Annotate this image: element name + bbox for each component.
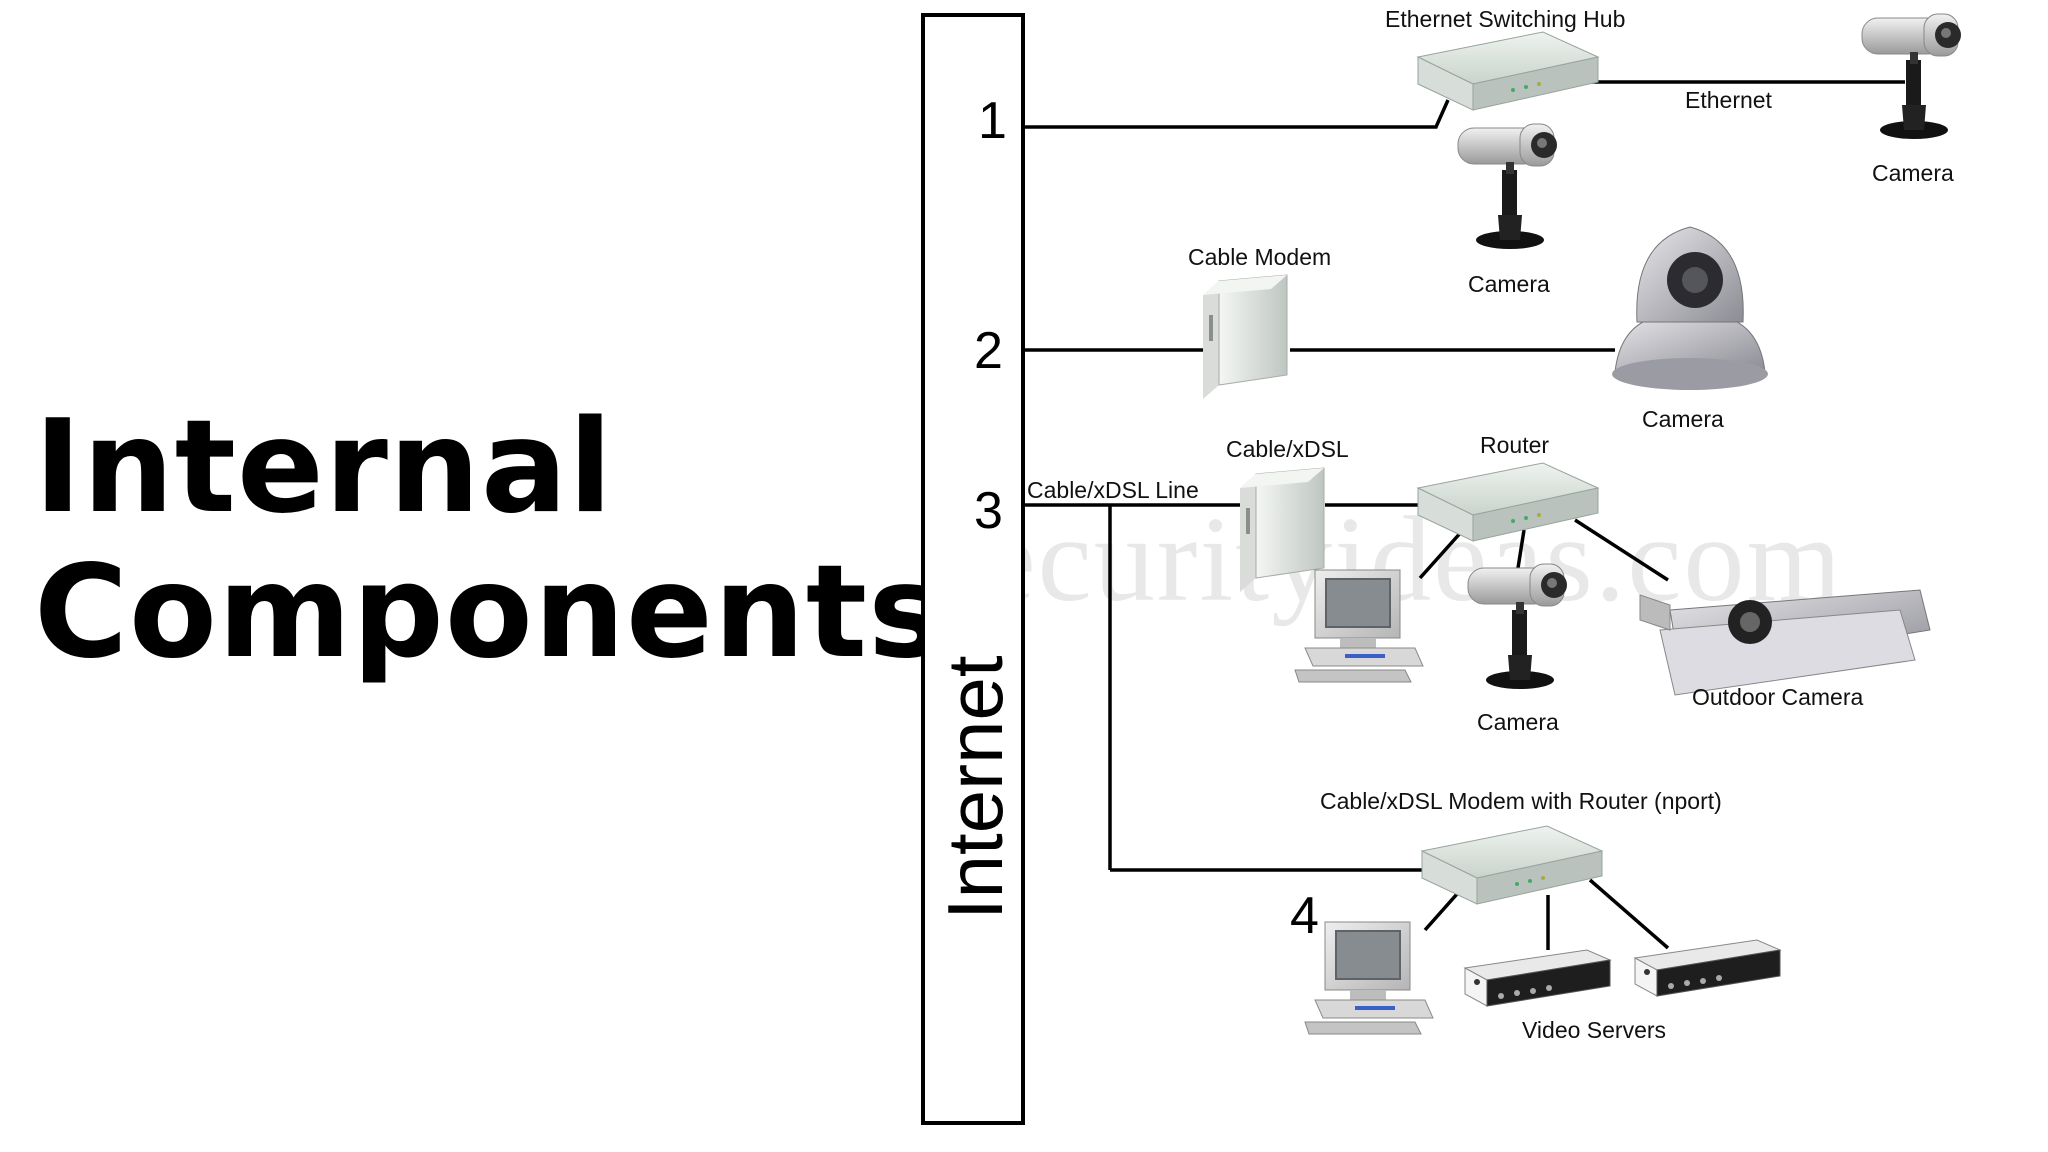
section-2-number: 2 — [974, 322, 1003, 380]
router-label: Router — [1480, 432, 1549, 458]
section-3-number: 3 — [974, 482, 1003, 540]
cable-modem-label: Cable Modem — [1188, 244, 1331, 270]
outdoor-camera-label: Outdoor Camera — [1692, 684, 1864, 710]
camera-label-3: Camera — [1477, 709, 1559, 735]
video-servers-label: Video Servers — [1522, 1017, 1666, 1043]
section-1-number: 1 — [978, 92, 1007, 150]
ethernet-label: Ethernet — [1685, 87, 1773, 113]
cable-xdsl-line-label: Cable/xDSL Line — [1027, 477, 1199, 503]
camera-icon — [1861, 13, 1962, 140]
internet-backbone — [921, 13, 1025, 1125]
video-server-icon — [1634, 939, 1781, 997]
camera-icon — [1457, 123, 1558, 250]
camera-label-1b: Camera — [1468, 271, 1550, 297]
video-server-icon — [1464, 949, 1611, 1007]
ethernet-switching-hub — [1417, 31, 1599, 111]
hub-label: Ethernet Switching Hub — [1385, 6, 1625, 32]
desktop-computer-icon — [1304, 921, 1434, 1035]
camera-label-1a: Camera — [1872, 160, 1954, 186]
ptz-camera-icon — [1612, 226, 1768, 390]
connection-lines — [1025, 80, 1905, 950]
cable-xdsl-label: Cable/xDSL — [1226, 436, 1349, 462]
cable-modem — [1202, 274, 1288, 400]
cable-xdsl-modem-router — [1421, 825, 1603, 905]
section-4-number: 4 — [1290, 887, 1319, 945]
title-line-2: Components — [34, 538, 946, 687]
outdoor-camera-icon — [1639, 589, 1931, 696]
slide-title: Internal Components — [34, 395, 945, 685]
modem-router-label: Cable/xDSL Modem with Router (nport) — [1320, 788, 1722, 814]
camera-label-2: Camera — [1642, 406, 1724, 432]
internet-label: Internet — [931, 655, 1019, 920]
title-line-1: Internal — [34, 393, 614, 542]
